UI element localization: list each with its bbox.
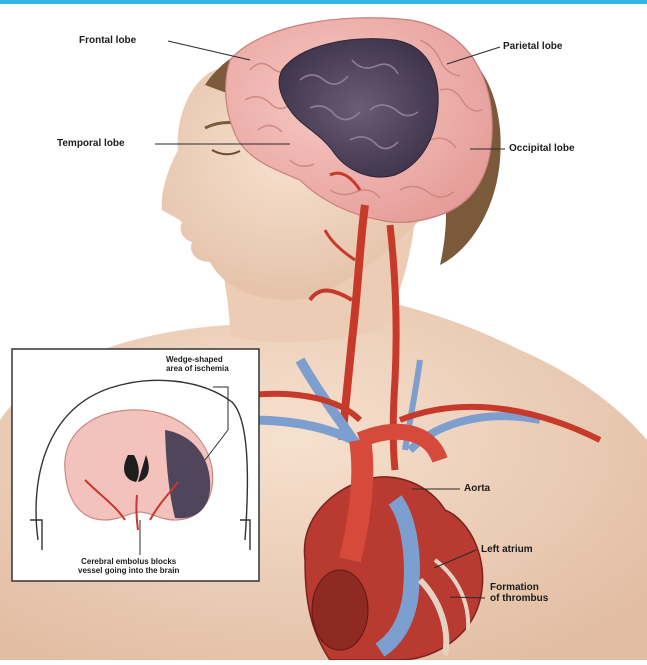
label-parietal-lobe: Parietal lobe (503, 41, 562, 52)
label-formation-line1: Formation (490, 582, 548, 593)
label-cerebral-embolus: Cerebral embolus blocks vessel going int… (78, 557, 179, 575)
label-occipital-lobe: Occipital lobe (509, 143, 575, 154)
label-frontal-lobe: Frontal lobe (79, 35, 136, 46)
label-ischemia: Wedge-shaped area of ischemia (166, 355, 229, 373)
label-embolus-line1: Cerebral embolus blocks (78, 557, 179, 566)
label-ischemia-line2: area of ischemia (166, 364, 229, 373)
top-accent-bar (0, 0, 647, 4)
label-left-atrium: Left atrium (481, 544, 533, 555)
label-temporal-lobe: Temporal lobe (57, 138, 125, 149)
label-formation-of-thrombus: Formation of thrombus (490, 582, 548, 604)
label-ischemia-line1: Wedge-shaped (166, 355, 229, 364)
label-embolus-line2: vessel going into the brain (78, 566, 179, 575)
label-formation-line2: of thrombus (490, 593, 548, 604)
label-aorta: Aorta (464, 483, 490, 494)
